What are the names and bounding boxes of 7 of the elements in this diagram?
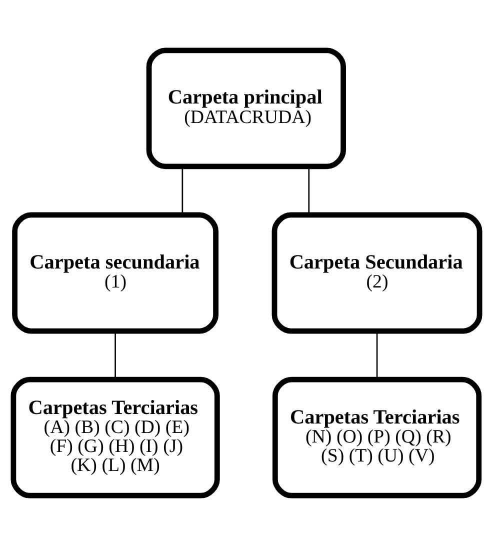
node-box: Carpetas Terciarias (A) (B) (C) (D) (E) (F) (G) (H) (I) (J) (K) (L) (M)	[10, 376, 220, 498]
connector	[114, 330, 116, 380]
node-box: Carpetas Terciarias (N) (O) (P) (Q) (R) (S) (T) (U) (V)	[272, 376, 482, 498]
node-box: Carpeta secundaria (1)	[12, 212, 218, 334]
connector	[376, 330, 378, 380]
node-box: Carpeta Secundaria (2)	[272, 212, 482, 334]
node-box: Carpeta principal (DATACRUDA)	[146, 47, 346, 169]
